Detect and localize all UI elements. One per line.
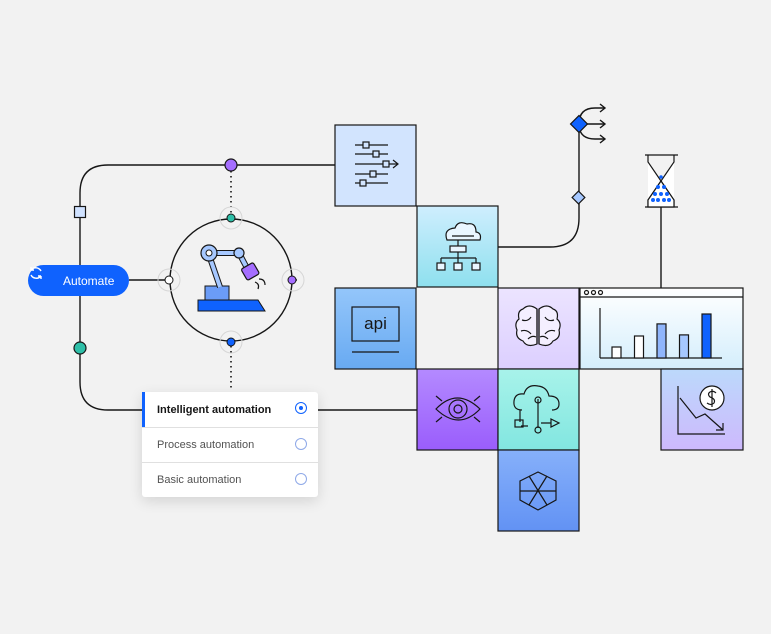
cloud-flow-icon <box>513 385 561 434</box>
small-diamond-node <box>571 190 586 205</box>
chart-bar <box>701 313 712 359</box>
chart-bar <box>611 346 622 359</box>
chart-bar <box>678 334 690 359</box>
eye-tile <box>416 368 499 451</box>
sliders-tile <box>334 124 417 207</box>
chart-bar <box>656 323 667 359</box>
refresh-icon <box>30 267 58 292</box>
robot-right-node <box>287 275 297 285</box>
radio-selected[interactable] <box>295 402 307 414</box>
robot-top-node <box>226 213 236 223</box>
api-label: api <box>364 314 387 333</box>
diamond-node <box>569 114 589 134</box>
sliders-icon <box>355 141 399 187</box>
radio-unselected[interactable] <box>295 473 307 485</box>
square-node <box>73 205 87 219</box>
option-process-automation[interactable]: Process automation <box>142 427 318 462</box>
brain-icon <box>515 305 561 347</box>
option-basic-automation[interactable]: Basic automation <box>142 462 318 497</box>
chart-bar <box>633 335 645 359</box>
option-label: Basic automation <box>157 474 242 486</box>
cloud-to-diamond-connector <box>498 124 580 248</box>
robot-left-node <box>164 275 174 285</box>
cloud-network-icon <box>436 222 482 271</box>
automate-label: Automate <box>63 273 115 288</box>
cost-down-tile <box>660 368 744 451</box>
automation-options-card: Intelligent automation Process automatio… <box>142 392 318 497</box>
radio-unselected[interactable] <box>295 438 307 450</box>
eye-icon <box>435 395 481 423</box>
option-label: Intelligent automation <box>157 403 272 416</box>
purple-node <box>224 158 238 172</box>
teal-node <box>73 341 87 355</box>
hourglass-icon <box>645 154 678 208</box>
top-connector <box>79 164 335 265</box>
automate-button[interactable]: Automate <box>28 265 129 296</box>
dollar-down-icon <box>677 385 725 435</box>
api-tile <box>334 287 417 370</box>
hexagon-icon <box>519 471 557 511</box>
option-label: Process automation <box>157 439 255 451</box>
bottom-connector <box>79 296 146 411</box>
robot-bottom-node <box>226 337 236 347</box>
api-icon <box>351 306 400 353</box>
robot-arm-illustration <box>157 206 305 354</box>
option-intelligent-automation[interactable]: Intelligent automation <box>142 392 318 427</box>
chart-bars <box>611 313 712 359</box>
chart-window-titlebar <box>580 289 743 298</box>
arrow-heads <box>599 103 607 144</box>
